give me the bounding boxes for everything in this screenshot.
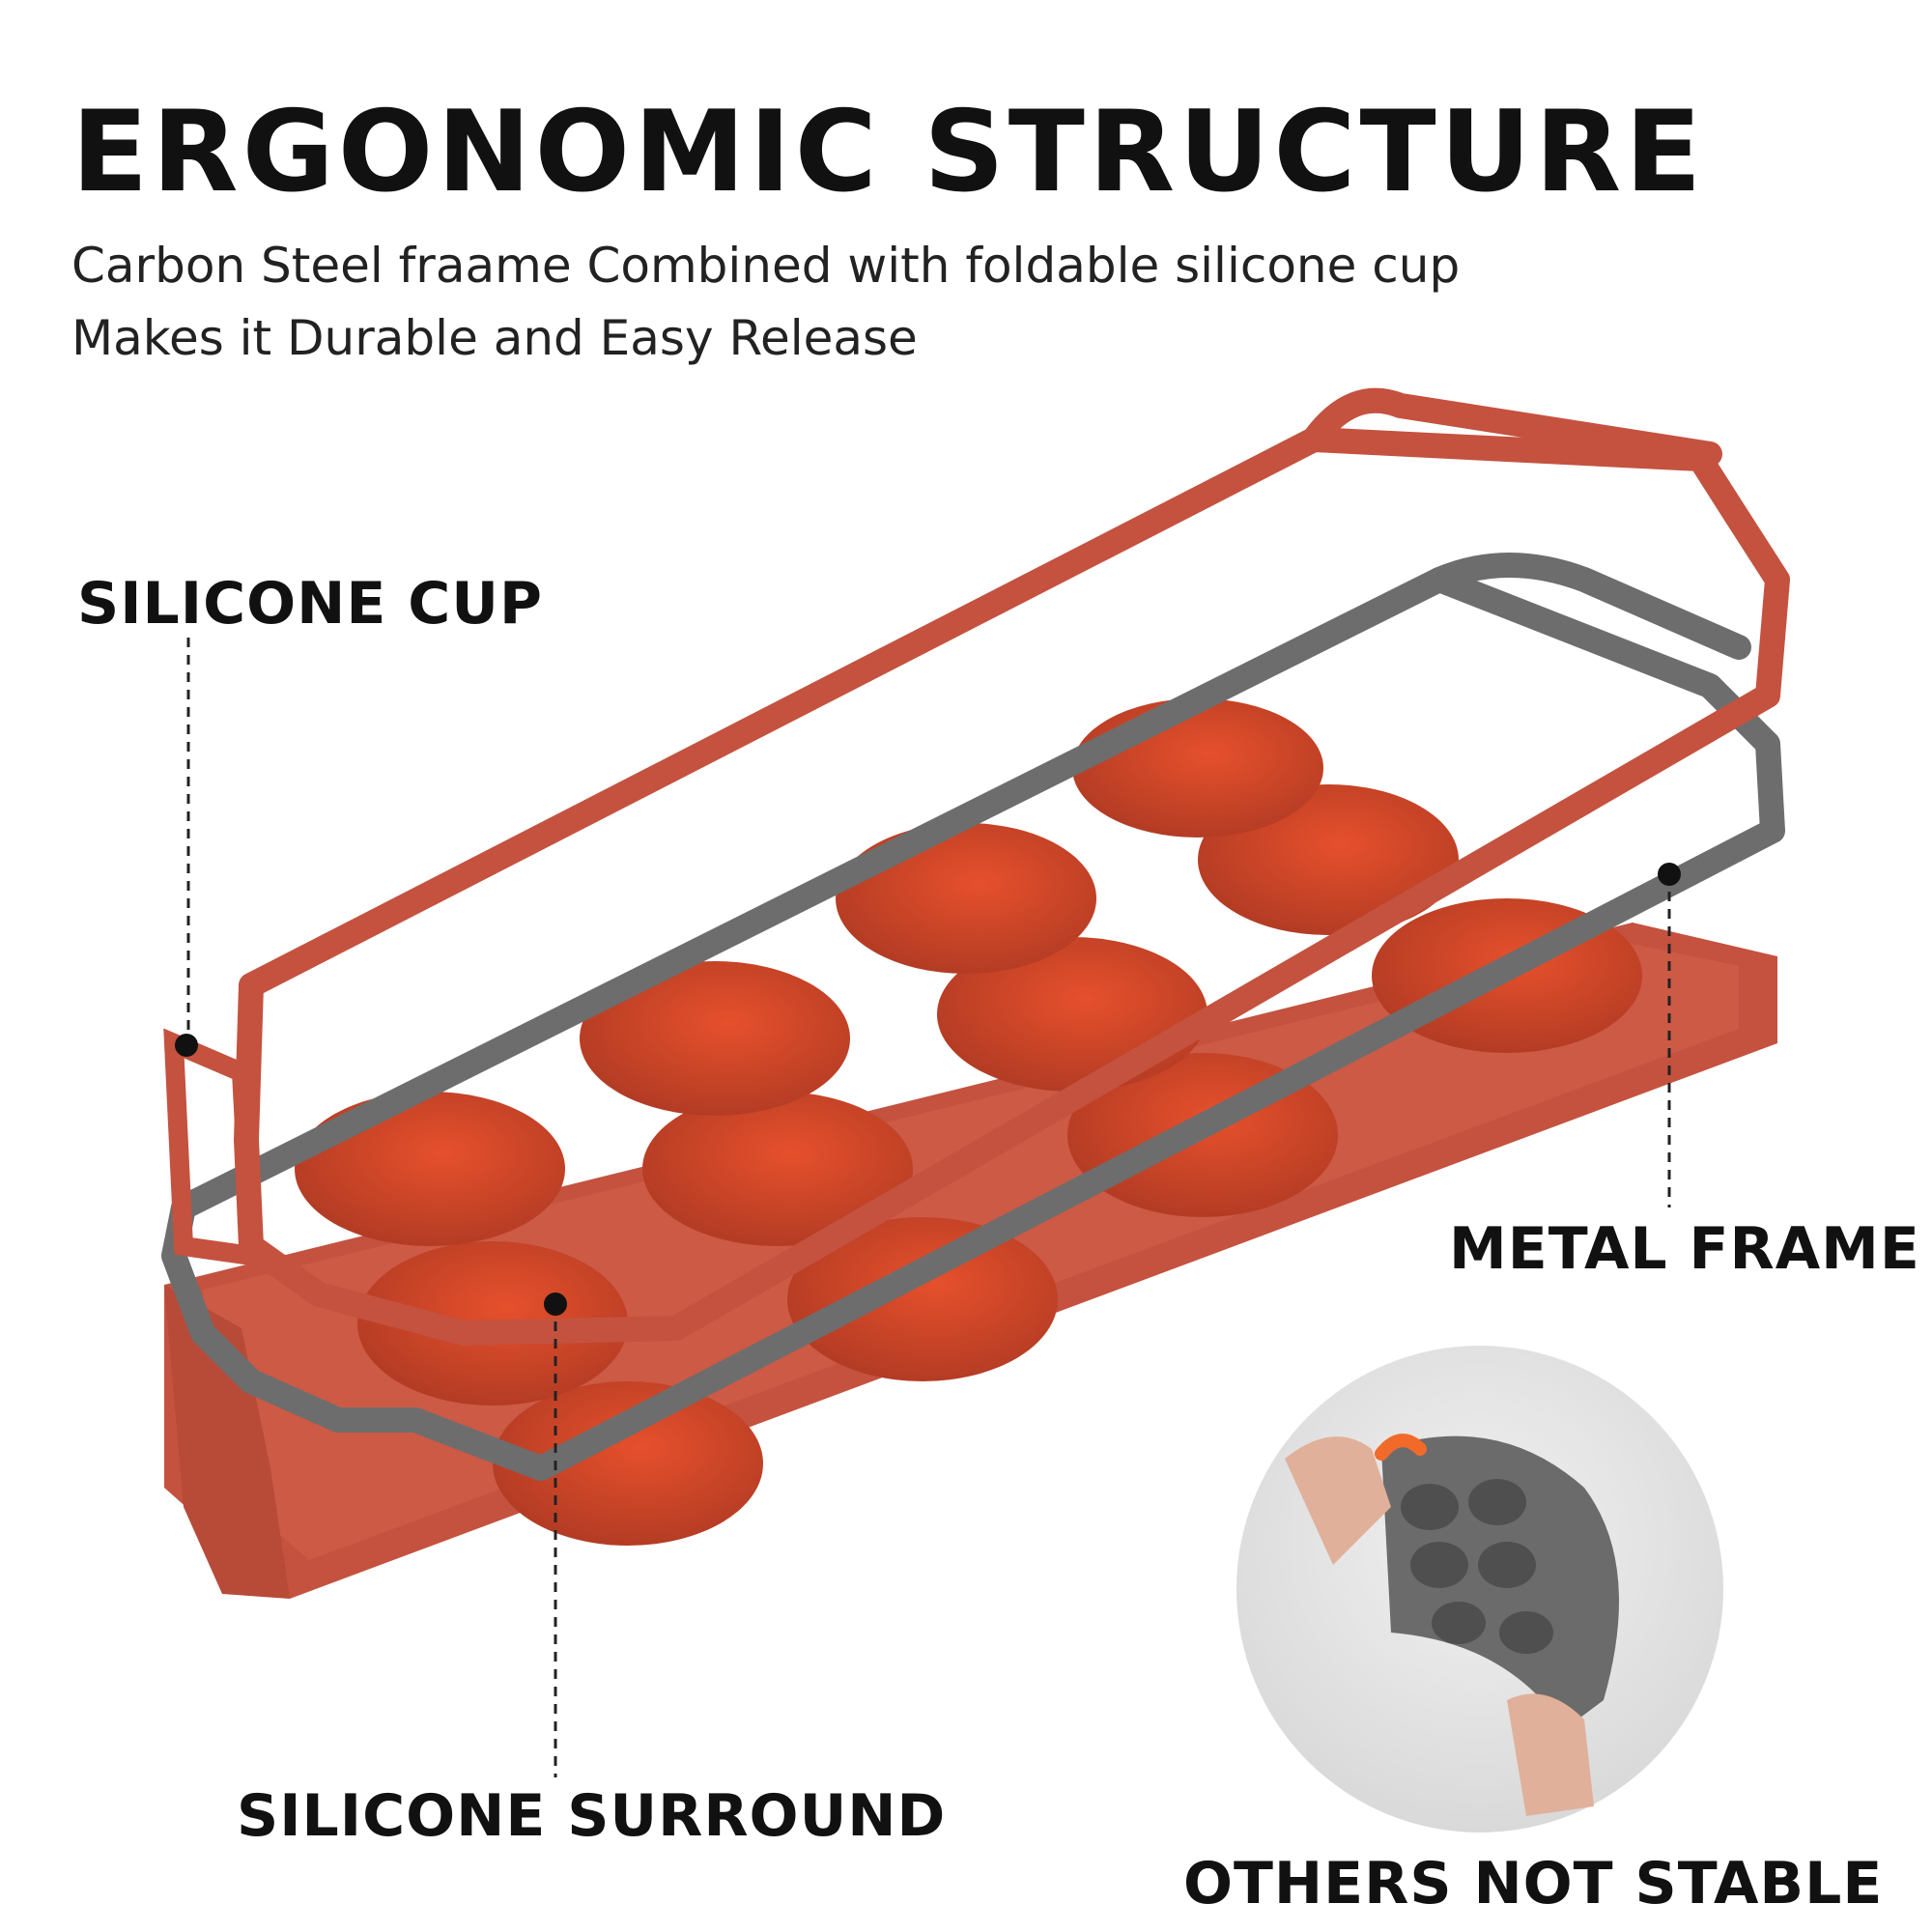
subtitle-line-1: Carbon Steel fraame Combined with foldab… [71,238,1461,294]
metal-frame [161,553,1785,1481]
page-title: ERGONOMIC STRUCTURE [71,87,1706,217]
label-others-not-stable: OTHERS NOT STABLE [1183,1850,1884,1918]
callout-lines [175,638,1681,1777]
label-silicone-cup: SILICONE CUP [77,570,543,638]
comparison-photo [1236,1346,1723,1833]
subtitle-line-2: Makes it Durable and Easy Release [71,310,918,366]
silicone-surround [163,387,1790,1346]
label-metal-frame: METAL FRAME [1449,1215,1920,1283]
label-silicone-surround: SILICONE SURROUND [237,1782,947,1850]
